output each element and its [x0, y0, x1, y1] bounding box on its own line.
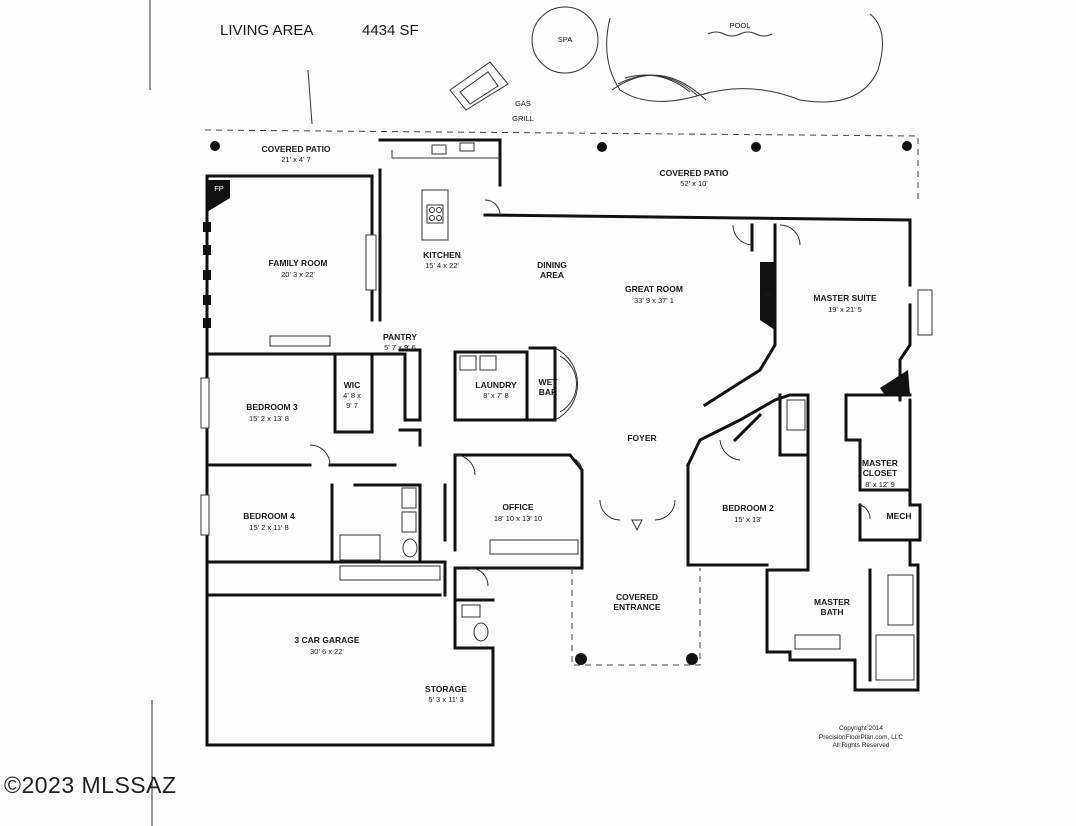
- washer-icon: [459, 355, 477, 371]
- laundry-dim: 8' x 7' 8: [483, 391, 508, 400]
- pantry-dim: 5' 7 x 9' 6: [384, 343, 416, 352]
- wet-bar-line1: WET: [539, 377, 559, 387]
- burner-icon: [436, 215, 442, 221]
- kitchen-name: KITCHEN: [423, 250, 461, 260]
- mech-name: MECH: [886, 511, 911, 521]
- burner-icon: [429, 215, 435, 221]
- pool-label: POOL: [730, 21, 751, 30]
- family-room-dim: 20' 3 x 22': [281, 270, 315, 279]
- fireplace-family-room: [207, 180, 230, 212]
- bedroom2-name: BEDROOM 2: [722, 503, 774, 513]
- family-room-name: FAMILY ROOM: [268, 258, 327, 268]
- garage-dim: 30' 6 x 22': [310, 647, 344, 656]
- gas-grill-shape: [449, 61, 509, 111]
- entry-arrow-icon: [631, 519, 643, 532]
- covered-patio-right-dim: 52' x 10': [680, 179, 708, 188]
- door-swings: [309, 199, 871, 587]
- bedroom3-dim: 15' 2 x 13' 8: [249, 414, 289, 423]
- dining-line2: AREA: [540, 270, 564, 280]
- fireplace-great-room: [760, 262, 775, 330]
- fireplace-master: [880, 370, 910, 395]
- covered-patio-right-name: COVERED PATIO: [659, 168, 728, 178]
- interior-walls: [205, 346, 912, 682]
- copyright-line1: Copyright 2014: [838, 725, 884, 732]
- covered-entrance-line2: ENTRANCE: [613, 602, 661, 612]
- entrance-post: [575, 653, 587, 665]
- patio-post: [902, 141, 912, 151]
- windows: [200, 222, 933, 581]
- property-line: [307, 69, 313, 125]
- entrance-boundary: [571, 568, 701, 666]
- patio-boundary: [204, 129, 919, 200]
- fireplace-label: FP: [762, 291, 772, 300]
- gas-grill-shape: [459, 71, 499, 105]
- mls-watermark: ©2023 MLSSAZ: [4, 772, 177, 798]
- fireplace-label: FP: [214, 184, 224, 193]
- spa-label: SPA: [558, 35, 572, 44]
- bedroom4-name: BEDROOM 4: [243, 511, 295, 521]
- copyright-notice: Copyright 2014 PrecisionFloorPlan.com, L…: [806, 725, 916, 751]
- square-footage: 4434 SF: [362, 22, 419, 39]
- dining-line1: DINING: [537, 260, 567, 270]
- bathroom-fixtures: [339, 399, 915, 681]
- burner-icon: [429, 207, 435, 213]
- bedroom3-name: BEDROOM 3: [246, 402, 298, 412]
- pool-steps: [617, 74, 699, 97]
- grill-label: GRILL: [512, 114, 534, 123]
- wic-dim1: 4' 8 x: [343, 391, 361, 400]
- laundry-name: LAUNDRY: [475, 380, 517, 390]
- copyright-line2: PrecisionFloorPlan.com, LLC: [818, 733, 904, 741]
- bedroom4-dim: 15' 2 x 11' 8: [249, 523, 288, 532]
- burner-icon: [436, 207, 442, 213]
- covered-patio-left-name: COVERED PATIO: [261, 144, 330, 154]
- master-closet-line2: CLOSET: [863, 468, 898, 478]
- sink-icon: [431, 144, 447, 155]
- bedroom2-dim: 15' x 13': [734, 515, 762, 524]
- office-desk: [489, 539, 579, 555]
- gas-label: GAS: [515, 99, 531, 108]
- storage-name: STORAGE: [425, 684, 467, 694]
- master-bath-line1: MASTER: [814, 597, 850, 607]
- pool-water-icon: [707, 31, 773, 37]
- office-dim: 18' 10 x 13' 10: [494, 514, 542, 523]
- patio-post: [210, 141, 220, 151]
- covered-entrance-line1: COVERED: [616, 592, 658, 602]
- office-name: OFFICE: [502, 502, 533, 512]
- master-bath-line2: BATH: [821, 607, 844, 617]
- master-suite-dim: 19' x 21' 5: [828, 305, 862, 314]
- pantry-name: PANTRY: [383, 332, 417, 342]
- wic-dim2: 9' 7: [346, 401, 358, 410]
- copyright-line3: All Rights Reserved: [832, 742, 890, 749]
- exterior-walls: [205, 138, 922, 747]
- great-room-name: GREAT ROOM: [625, 284, 683, 294]
- covered-patio-left-dim: 21' x 4' 7: [281, 155, 311, 164]
- spa-shape: [531, 6, 599, 74]
- cooktop-icon: [426, 204, 444, 224]
- master-closet-line1: MASTER: [862, 458, 898, 468]
- storage-dim: 5' 3 x 11' 3: [428, 695, 463, 704]
- foyer-name: FOYER: [627, 433, 656, 443]
- fireplace-label: FP: [896, 376, 906, 385]
- master-suite-name: MASTER SUITE: [813, 293, 877, 303]
- living-area-label: LIVING AREA: [220, 22, 313, 39]
- kitchen-dim: 15' 4 x 22': [425, 261, 459, 270]
- master-closet-dim: 8' x 12' 9: [865, 480, 895, 489]
- wet-bar-counter: [554, 347, 578, 421]
- entrance-post: [686, 653, 698, 665]
- garage-name: 3 CAR GARAGE: [294, 635, 360, 645]
- patio-post: [597, 142, 607, 152]
- pool-steps: [624, 74, 691, 93]
- appliance-icon: [459, 142, 475, 152]
- wic-name: WIC: [344, 380, 361, 390]
- dryer-icon: [479, 355, 497, 371]
- kitchen-counter: [391, 150, 500, 159]
- pool-steps: [611, 74, 707, 101]
- pool-outline: [606, 13, 883, 103]
- wet-bar-counter: [559, 355, 577, 413]
- wet-bar-line2: BAR: [539, 387, 557, 397]
- great-room-dim: 33' 9 x 37' 1: [634, 296, 674, 305]
- patio-post: [751, 142, 761, 152]
